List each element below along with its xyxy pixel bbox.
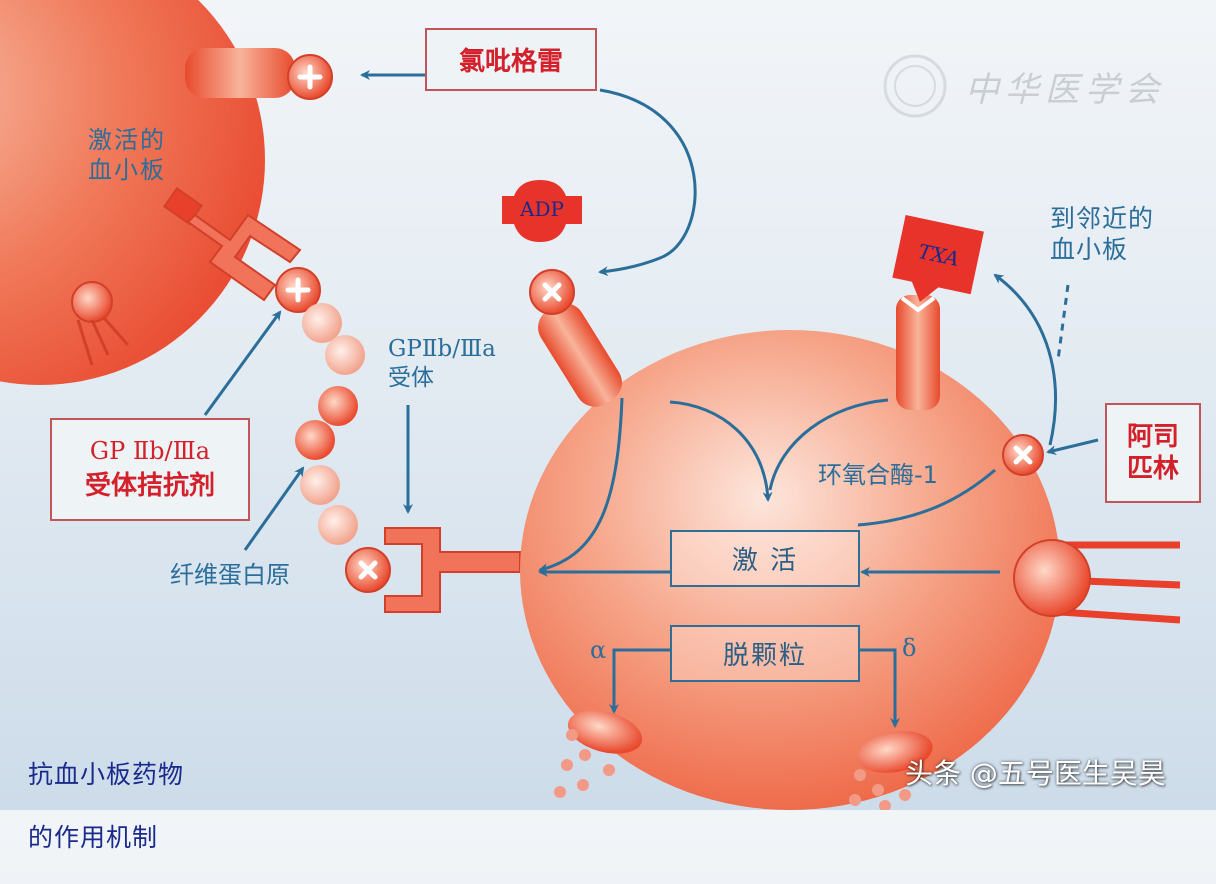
aspirin-label: 阿司 匹林 [1126,421,1179,485]
watermark-text: 中华医学会 [965,70,1165,110]
alpha-granule-label: α [590,636,607,664]
clopidogrel-box: 氯吡格雷 [425,28,597,91]
degranulation-box: 脱颗粒 [670,625,860,682]
cox1-label: 环氧合酶-1 [818,461,938,489]
cox1-target [1002,434,1044,476]
to-adjacent-platelet-label: 到邻近的 血小板 [1050,204,1155,265]
gp-antagonist-line2: 受体拮抗剂 [84,471,215,501]
gp-receptor-left [163,186,302,302]
adp-receptor-tube [529,269,622,407]
clopidogrel-label: 氯吡格雷 [458,47,563,77]
fibrinogen-label: 纤维蛋白原 [170,561,290,589]
receptor-right-ball [1013,539,1181,624]
activated-platelet-label: 激活的 血小板 [88,126,166,184]
antiplatelet-mechanism-diagram: 激活的 血小板 氯吡格雷 中华医学会 ADP TXA 到邻近的 血小板 GPⅡb… [0,0,1201,852]
gp-antagonist-line1: GP Ⅱb/Ⅲa [89,437,211,465]
pathway-arrows [203,70,1099,728]
gp-receptor-label: GPⅡb/Ⅲa 受体 [388,336,496,391]
aspirin-box: 阿司 匹林 [1105,403,1201,503]
platelet-main [520,330,1060,810]
delta-granule-label: δ [902,634,917,662]
granule-release [554,710,933,810]
diagram-title-line2: 的作用机制 [28,822,159,852]
fibrinogen-chain [275,267,391,593]
degranulation-label: 脱颗粒 [722,641,807,671]
activation-label: 激 活 [731,546,799,576]
txa-molecule [892,215,984,302]
diagram-title: 抗血小板药物 的作用机制 [28,728,184,884]
adp-molecule [502,180,582,242]
gp-receptor-right [384,527,521,613]
small-receptor-left [71,281,130,366]
society-seal-icon [883,54,947,118]
diagram-graphics [0,0,1181,810]
activation-box: 激 活 [670,530,860,587]
adp-label: ADP [520,197,564,221]
gp-antagonist-box: GP Ⅱb/Ⅲa 受体拮抗剂 [50,418,250,521]
diagram-title-line1: 抗血小板药物 [28,760,185,790]
receptor-tube-left-top [185,48,333,100]
txa-receptor-tube [896,295,940,410]
author-credit: 头条 @五号医生吴昊 [905,757,1166,790]
